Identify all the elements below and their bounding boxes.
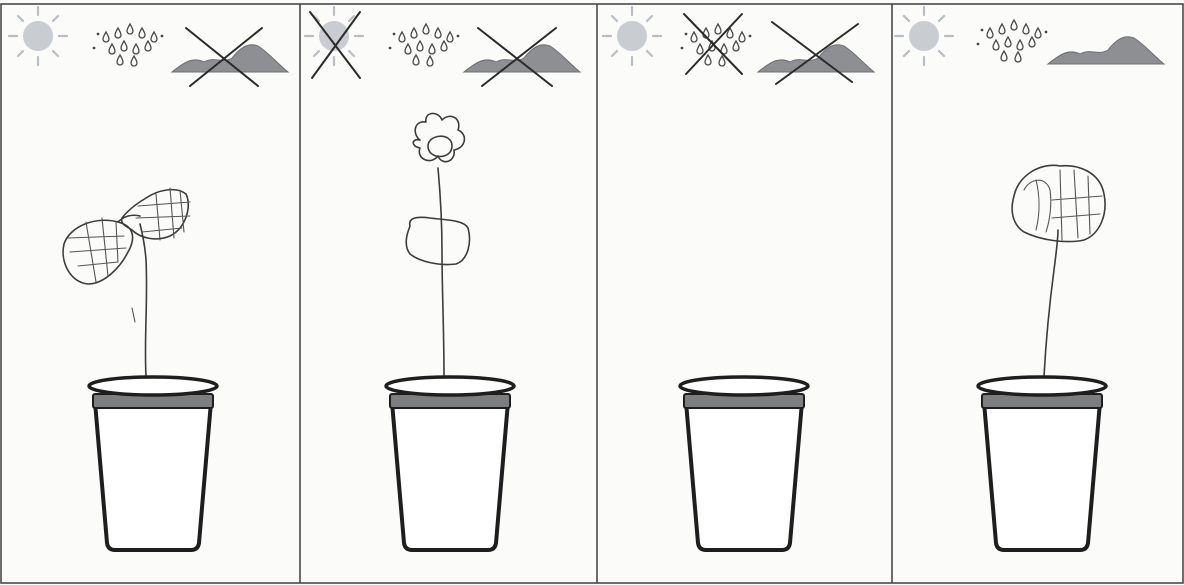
- cup: [978, 377, 1106, 550]
- cup: [386, 377, 514, 550]
- water-drops-icon: [681, 24, 752, 66]
- soil-icon: [758, 45, 874, 72]
- water-drops-icon: [977, 20, 1048, 62]
- plant-drawing: [1012, 165, 1105, 376]
- water-drops-icon: [389, 24, 460, 66]
- water-drops-icon: [93, 24, 164, 66]
- cup: [680, 377, 808, 550]
- soil-icon: [1048, 37, 1164, 64]
- panel-2: [305, 7, 580, 550]
- plant-drawing: [63, 188, 190, 376]
- panel-4: [895, 7, 1164, 550]
- sun-icon: [9, 7, 67, 65]
- plant-drawing: [406, 113, 469, 376]
- cross-mark: [684, 14, 742, 74]
- soil-icon: [172, 45, 288, 72]
- panel-1: [9, 7, 288, 550]
- panel-3: [603, 7, 874, 550]
- sun-icon: [895, 7, 953, 65]
- soil-icon: [464, 45, 580, 72]
- cup: [89, 377, 217, 550]
- sun-icon: [603, 7, 661, 65]
